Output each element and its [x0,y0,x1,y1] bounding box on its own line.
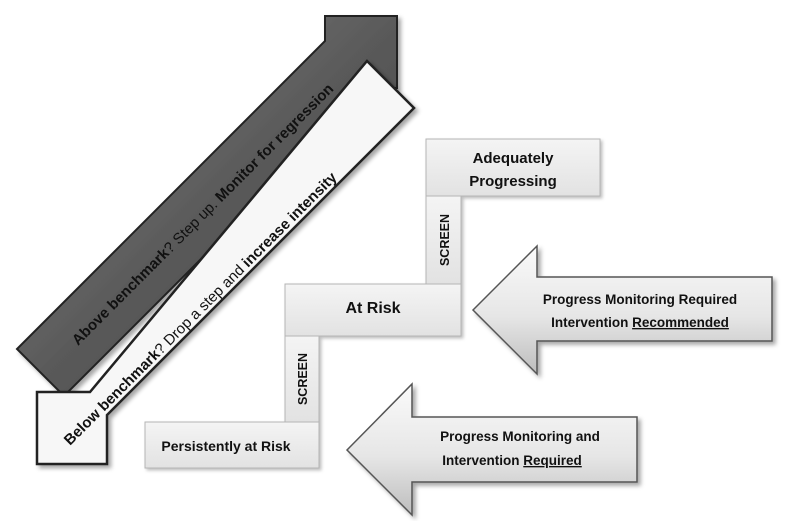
screen-lower-label: SCREEN [296,353,310,405]
upper-callout-line2-prefix: Intervention [551,315,632,330]
at-risk-box [284,283,462,337]
lower-callout-arrow [345,382,638,517]
persistently-at-risk-label: Persistently at Risk [161,438,290,454]
down-arrow [35,59,416,466]
upper-callout-line1: Progress Monitoring Required [543,292,737,307]
at-risk-label: At Risk [345,300,400,317]
down-arrow-shape [35,59,416,466]
up-arrow [15,15,398,398]
upper-callout-arrow [471,244,773,376]
persistently-at-risk-box [144,421,320,469]
lower-callout-line2: Intervention Required [442,453,582,468]
upper-callout-line2: Intervention Recommended [551,315,729,330]
up-arrow-shape [15,15,398,398]
upper-callout-underlined: Recommended [632,315,729,330]
lower-callout-line1: Progress Monitoring and [440,429,600,444]
screen-upper-label: SCREEN [438,214,452,266]
adequately-label-line2: Progressing [469,173,557,190]
lower-callout-shape [345,382,638,517]
lower-callout-line2-prefix: Intervention [442,453,523,468]
upper-callout-shape [471,244,773,376]
adequately-progressing-box [425,138,601,197]
screen-lower-box [284,335,320,423]
adequately-label-line1: Adequately [473,150,555,167]
staircase [144,138,601,469]
lower-callout-underlined: Required [523,453,582,468]
